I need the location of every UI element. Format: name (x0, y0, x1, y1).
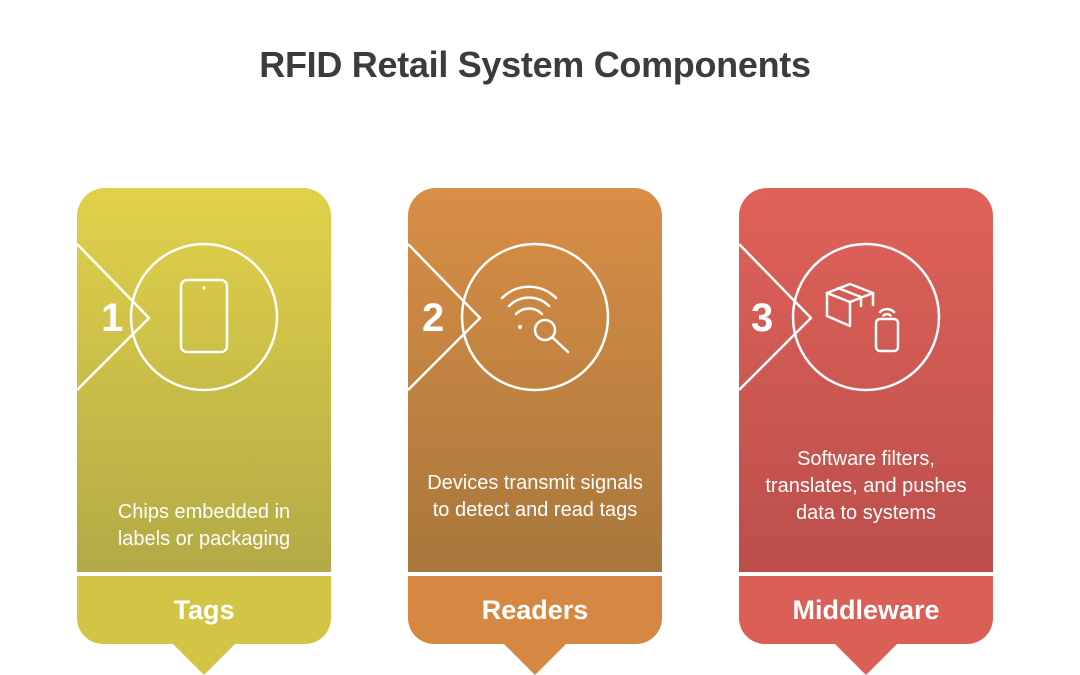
component-card-readers: 2 Devices transmit signals to detect and… (407, 188, 662, 675)
card-label: Readers (481, 595, 589, 625)
card-description: Devices transmit signals to detect and r… (427, 472, 643, 521)
card-label: Tags (173, 595, 235, 625)
smartphone-icon (179, 278, 229, 354)
card-number: 1 (101, 296, 123, 340)
card-number: 3 (751, 296, 773, 340)
page-title: RFID Retail System Components (259, 44, 811, 85)
component-card-tags: 1 Chips embedded in labels or packaging … (76, 188, 331, 675)
card-description: Chips embedded in labels or packaging (117, 501, 291, 550)
wifi-search-icon (500, 285, 570, 354)
card-label: Middleware (792, 595, 940, 625)
card-background: 1 (76, 188, 331, 675)
card-background: 2 (407, 188, 662, 675)
card-background: 3 (738, 188, 993, 675)
package-device-icon (825, 282, 900, 353)
component-card-middleware: 3 Software filters, translates, and push… (738, 188, 993, 675)
card-description: Software filters, translates, and pushes… (765, 448, 967, 524)
card-number: 2 (422, 296, 444, 340)
